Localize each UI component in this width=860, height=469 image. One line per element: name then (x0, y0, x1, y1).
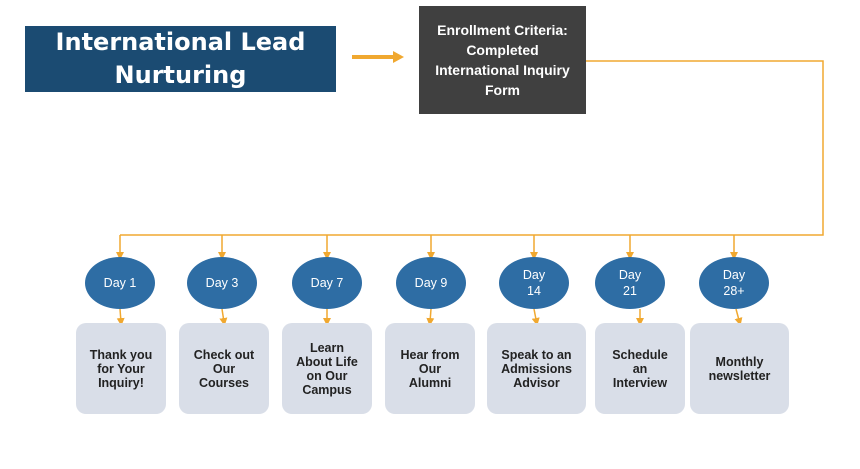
day-to-step-arrow (426, 308, 435, 326)
day-ellipse: Day 1 (85, 257, 155, 309)
day-label: Day 14 (522, 268, 546, 298)
step-label: Schedule an Interview (612, 347, 668, 390)
step-label: Speak to an Admissions Advisor (501, 347, 572, 390)
day-ellipse: Day 3 (187, 257, 257, 309)
step-label: Learn About Life on Our Campus (296, 340, 358, 397)
day-to-step-arrow (531, 308, 540, 326)
title-box: International Lead Nurturing (25, 26, 336, 92)
day-ellipse: Day 21 (595, 257, 665, 309)
step-box: Learn About Life on Our Campus (282, 323, 372, 414)
day-ellipse: Day 28+ (699, 257, 769, 309)
title-to-criteria-arrowhead (393, 51, 404, 63)
step-label: Hear from Our Alumni (400, 347, 460, 390)
day-label: Day 7 (310, 276, 344, 290)
day-label: Day 9 (414, 276, 448, 290)
enrollment-criteria-box: Enrollment Criteria: Completed Internati… (419, 6, 586, 114)
step-box: Monthly newsletter (690, 323, 789, 414)
criteria-to-days-connector (120, 60, 824, 236)
step-label: Monthly newsletter (708, 354, 771, 383)
step-label: Check out Our Courses (193, 347, 255, 390)
day-label: Day 21 (618, 268, 642, 298)
step-label: Thank you for Your Inquiry! (89, 347, 153, 390)
day-label: Day 1 (103, 276, 137, 290)
day-ellipse: Day 14 (499, 257, 569, 309)
step-box: Check out Our Courses (179, 323, 269, 414)
step-box: Schedule an Interview (595, 323, 685, 414)
enrollment-criteria-text: Enrollment Criteria: Completed Internati… (435, 22, 570, 98)
day-to-step-arrow (219, 308, 228, 326)
day-to-step-arrow (116, 308, 125, 326)
step-box: Hear from Our Alumni (385, 323, 475, 414)
day-label: Day 3 (205, 276, 239, 290)
day-ellipse: Day 9 (396, 257, 466, 309)
diagram-title: International Lead Nurturing (55, 28, 306, 89)
step-box: Speak to an Admissions Advisor (487, 323, 586, 414)
day-ellipse: Day 7 (292, 257, 362, 309)
day-to-step-arrow (734, 308, 743, 326)
step-box: Thank you for Your Inquiry! (76, 323, 166, 414)
day-label: Day 28+ (722, 268, 746, 298)
